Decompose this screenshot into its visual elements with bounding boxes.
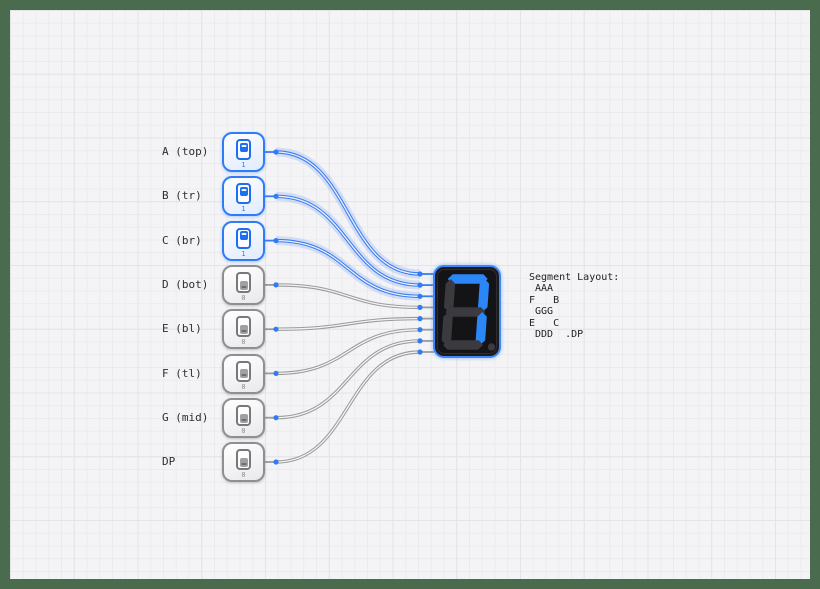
wire-core <box>275 151 421 275</box>
slide-switch-icon <box>236 449 251 470</box>
display-pin[interactable] <box>417 282 423 288</box>
switch-handle <box>239 142 248 152</box>
switch-handle <box>239 231 248 240</box>
display-pin[interactable] <box>417 349 423 355</box>
seven-segment-display[interactable] <box>433 265 501 358</box>
switch-row-f: F (tl) 0 <box>10 353 810 394</box>
switch-row-g: G (mid) 0 <box>10 398 810 438</box>
wire-core <box>275 351 421 463</box>
switch-pin[interactable] <box>273 282 279 288</box>
switch-g-toggle[interactable]: 0 <box>222 398 265 438</box>
switch-pin[interactable] <box>273 415 279 421</box>
switch-state-value: 1 <box>241 249 246 258</box>
switch-state-value: 1 <box>241 205 246 213</box>
switch-f-toggle[interactable]: 0 <box>222 353 265 394</box>
segment-b <box>478 279 490 312</box>
wire-core <box>275 284 421 309</box>
switch-row-b: B (tr) 1 <box>10 176 810 216</box>
switch-state-value: 0 <box>241 382 246 391</box>
display-pin[interactable] <box>417 338 423 344</box>
slide-switch-icon <box>236 272 251 293</box>
switch-pin[interactable] <box>273 238 279 244</box>
switch-b-toggle[interactable]: 1 <box>222 176 265 216</box>
switch-row-c: C (br) 1 <box>10 220 810 261</box>
segment-g <box>445 307 486 317</box>
switch-e-toggle[interactable]: 0 <box>222 309 265 349</box>
switch-handle <box>239 186 248 196</box>
switch-handle <box>239 369 248 378</box>
switch-state-value: 0 <box>241 294 246 302</box>
switch-label-d: D (bot) <box>162 278 209 291</box>
segment-e <box>441 312 453 345</box>
switch-pin[interactable] <box>273 149 279 155</box>
slide-switch-icon <box>236 139 251 160</box>
switch-handle <box>239 324 248 334</box>
wire-core <box>275 195 421 286</box>
segment-dp <box>487 343 496 351</box>
wire-core <box>275 239 421 297</box>
switch-label-a: A (top) <box>162 145 209 158</box>
slide-switch-icon <box>236 405 251 426</box>
slide-switch-icon <box>236 360 251 382</box>
switch-state-value: 1 <box>241 161 246 169</box>
segment-layout-note: Segment Layout: AAA F B GGG E C DDD .DP <box>529 272 620 341</box>
switch-pin[interactable] <box>273 370 279 376</box>
switch-pin[interactable] <box>273 326 279 332</box>
switch-state-value: 0 <box>241 427 246 435</box>
switch-pin[interactable] <box>273 193 279 199</box>
switch-row-a: A (top) 1 <box>10 132 810 172</box>
segment-d <box>443 340 483 350</box>
switch-state-value: 0 <box>241 471 246 479</box>
switch-pin[interactable] <box>273 459 279 465</box>
switch-label-c: C (br) <box>162 233 202 247</box>
display-pin[interactable] <box>417 271 423 277</box>
switch-label-e: E (bl) <box>162 322 202 335</box>
switch-row-d: D (bot) 0 <box>10 265 810 305</box>
display-pin[interactable] <box>417 304 423 310</box>
switch-a-toggle[interactable]: 1 <box>222 132 265 172</box>
wire-core <box>275 329 421 375</box>
switch-c-toggle[interactable]: 1 <box>222 220 265 261</box>
slide-switch-icon <box>236 316 251 337</box>
switch-row-dp: DP 0 <box>10 442 810 482</box>
switch-handle <box>239 413 248 423</box>
switch-d-toggle[interactable]: 0 <box>222 265 265 305</box>
circuit-canvas[interactable]: A (top) 1 B (tr) 1 C (br) 1 D (bot) <box>10 10 810 579</box>
switch-label-dp: DP <box>162 455 176 468</box>
switch-label-g: G (mid) <box>162 411 209 424</box>
switch-row-e: E (bl) 0 <box>10 309 810 349</box>
switch-label-b: B (tr) <box>162 189 202 202</box>
display-pin[interactable] <box>417 316 423 322</box>
switch-label-f: F (tl) <box>162 366 202 380</box>
segment-f <box>444 279 456 312</box>
display-pin[interactable] <box>417 293 423 299</box>
switch-handle <box>239 280 248 290</box>
slide-switch-icon <box>236 227 251 249</box>
digit-segments <box>441 274 490 350</box>
wire-core <box>275 340 421 419</box>
switch-handle <box>239 457 248 467</box>
switch-dp-toggle[interactable]: 0 <box>222 442 265 482</box>
wire-layer <box>265 147 434 465</box>
display-pin[interactable] <box>417 327 423 333</box>
wire-core <box>275 317 421 330</box>
segment-c <box>475 312 487 345</box>
slide-switch-icon <box>236 183 251 204</box>
switch-state-value: 0 <box>241 338 246 346</box>
segment-a <box>447 274 488 284</box>
